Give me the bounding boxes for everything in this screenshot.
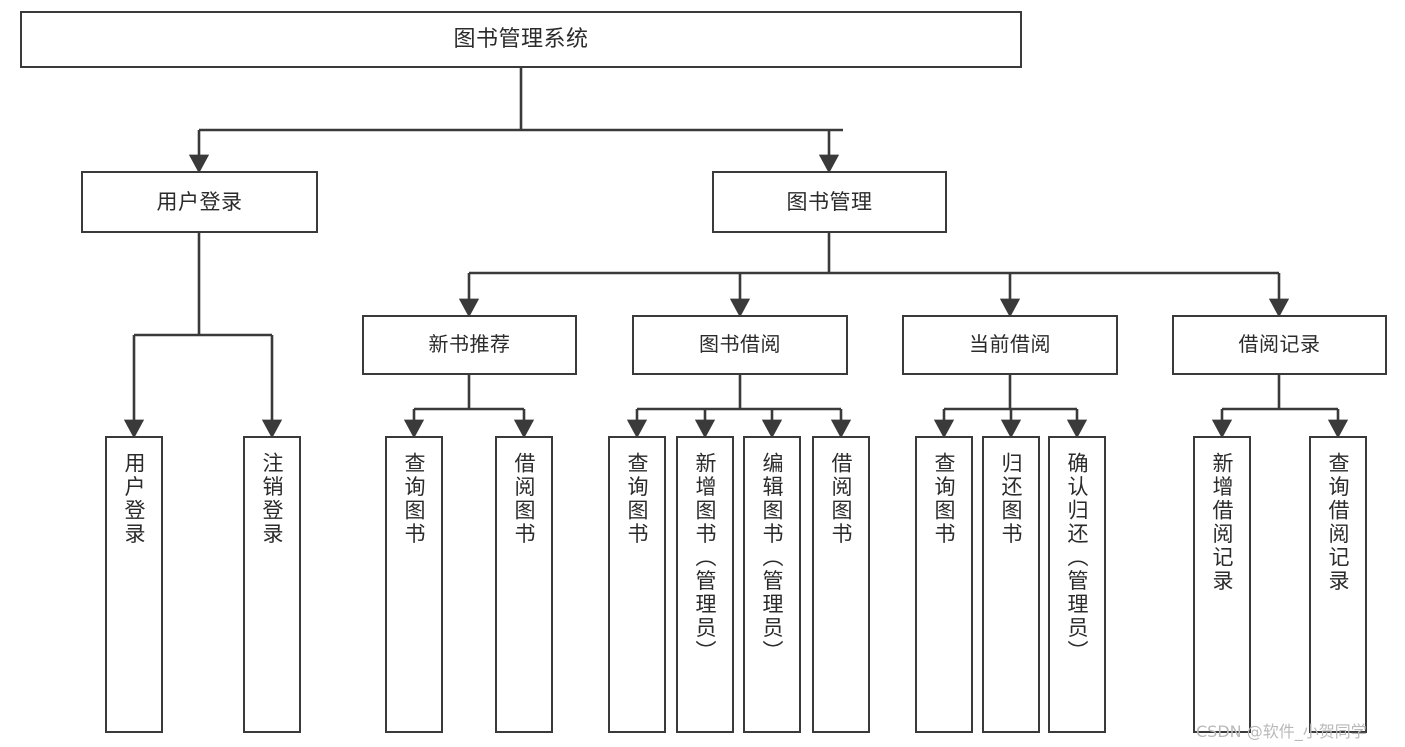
- node-leaf-current-borrow-query-label: 查询图书: [932, 452, 957, 546]
- node-root-system[interactable]: 图书管理系统: [20, 11, 1022, 68]
- node-leaf-borrow-record-add-label: 新增借阅记录: [1210, 452, 1235, 593]
- node-leaf-user-login-signout-label: 注销登录: [260, 452, 285, 546]
- node-new-book-recommend-label: 新书推荐: [428, 332, 511, 357]
- node-root-system-label: 图书管理系统: [453, 26, 589, 52]
- node-leaf-borrow-record-add[interactable]: 新增借阅记录: [1193, 436, 1251, 733]
- node-leaf-borrow-record-query-label: 查询借阅记录: [1326, 452, 1351, 593]
- node-leaf-book-borrow-edit-label: 编辑图书（管理员）: [760, 452, 785, 664]
- node-new-book-recommend[interactable]: 新书推荐: [362, 315, 577, 375]
- node-book-borrow-label: 图书借阅: [699, 332, 781, 357]
- node-leaf-new-book-query-label: 查询图书: [402, 452, 427, 546]
- node-book-management[interactable]: 图书管理: [712, 171, 947, 233]
- node-book-management-label: 图书管理: [786, 189, 873, 214]
- node-leaf-current-borrow-confirm-label: 确认归还（管理员）: [1065, 452, 1090, 664]
- node-user-login[interactable]: 用户登录: [81, 171, 318, 233]
- node-current-borrow[interactable]: 当前借阅: [902, 315, 1118, 375]
- node-leaf-book-borrow-query[interactable]: 查询图书: [608, 436, 666, 733]
- node-leaf-book-borrow-lend-label: 借阅图书: [829, 452, 854, 546]
- node-leaf-borrow-record-query[interactable]: 查询借阅记录: [1309, 436, 1367, 733]
- node-leaf-current-borrow-return[interactable]: 归还图书: [982, 436, 1040, 733]
- node-borrow-record-label: 借阅记录: [1238, 332, 1321, 357]
- node-borrow-record[interactable]: 借阅记录: [1172, 315, 1387, 375]
- node-book-borrow[interactable]: 图书借阅: [632, 315, 848, 375]
- node-leaf-book-borrow-add[interactable]: 新增图书（管理员）: [676, 436, 734, 733]
- node-leaf-current-borrow-query[interactable]: 查询图书: [915, 436, 973, 733]
- node-leaf-user-login-signin[interactable]: 用户登录: [105, 436, 163, 733]
- node-user-login-label: 用户登录: [156, 189, 243, 214]
- node-leaf-new-book-query[interactable]: 查询图书: [385, 436, 443, 733]
- node-leaf-book-borrow-query-label: 查询图书: [625, 452, 650, 546]
- node-leaf-book-borrow-lend[interactable]: 借阅图书: [812, 436, 870, 733]
- node-leaf-book-borrow-add-label: 新增图书（管理员）: [693, 452, 718, 664]
- node-leaf-new-book-borrow[interactable]: 借阅图书: [495, 436, 553, 733]
- node-leaf-current-borrow-confirm[interactable]: 确认归还（管理员）: [1048, 436, 1106, 733]
- node-leaf-current-borrow-return-label: 归还图书: [999, 452, 1024, 546]
- node-leaf-new-book-borrow-label: 借阅图书: [512, 452, 537, 546]
- node-leaf-user-login-signin-label: 用户登录: [122, 452, 147, 546]
- node-leaf-book-borrow-edit[interactable]: 编辑图书（管理员）: [743, 436, 801, 733]
- node-leaf-user-login-signout[interactable]: 注销登录: [243, 436, 301, 733]
- node-current-borrow-label: 当前借阅: [969, 332, 1051, 357]
- csdn-watermark: CSDN @软件_小贺同学: [1196, 722, 1367, 741]
